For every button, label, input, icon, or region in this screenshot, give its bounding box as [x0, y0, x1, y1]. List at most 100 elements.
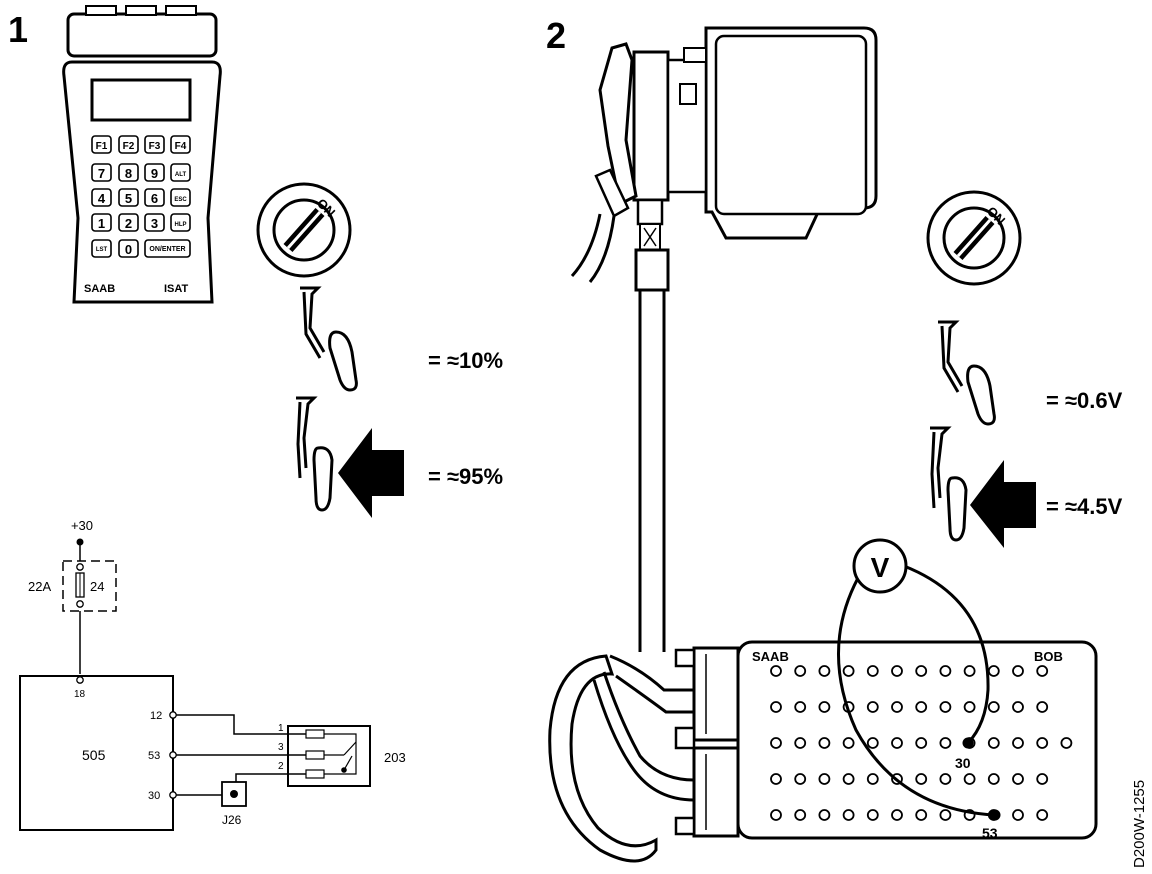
panel-2-number: 2 [546, 15, 566, 56]
key-9: 9 [151, 166, 158, 181]
ignition-switch-2: ON [926, 190, 1022, 286]
isat-tester: F1 F2 F3 F4 7 8 9 ALT 4 5 6 ESC 1 2 3 HL… [62, 5, 222, 304]
key-f3: F3 [149, 141, 161, 152]
bob-socket [794, 665, 807, 677]
ecu-pin-53: 53 [148, 750, 160, 762]
wiring-diagram: +30 22A 24 18 505 12 53 30 J26 [19, 518, 406, 831]
key-2: 2 [125, 216, 132, 231]
pedal-released-1 [298, 286, 358, 392]
key-hlp: HLP [175, 222, 187, 228]
reading-released-2: = ≈0.6V [1046, 388, 1123, 413]
voltmeter: V [837, 538, 996, 817]
bob-socket [987, 701, 1000, 713]
pedal-pressed-2 [928, 426, 968, 542]
fuse-rating: 24 [90, 579, 104, 594]
bob-socket [963, 773, 976, 785]
key-8: 8 [125, 166, 132, 181]
bob-socket [842, 737, 855, 749]
figure-id: D200W-1255 [1131, 780, 1148, 868]
ecu-pin-supply: 18 [74, 689, 86, 700]
bob-socket [891, 737, 903, 749]
bob-socket [1036, 665, 1049, 677]
bob-socket [818, 809, 831, 821]
bob-socket [963, 701, 976, 713]
ecu-label: 505 [82, 747, 106, 763]
reading-pressed-2: = ≈4.5V [1046, 494, 1123, 519]
key-7: 7 [98, 166, 105, 181]
bob-socket [866, 665, 879, 677]
supply-label: +30 [71, 518, 93, 533]
breakout-connectors [674, 646, 740, 838]
bob-socket [1012, 809, 1024, 821]
key-alt: ALT [175, 172, 187, 178]
key-lst: LST [96, 247, 108, 253]
bob-socket [891, 665, 903, 677]
press-arrow-1 [338, 428, 404, 518]
fuse-id: 22A [28, 579, 51, 594]
bob-socket [987, 665, 1000, 677]
bob-socket [915, 665, 928, 677]
key-1: 1 [98, 216, 105, 231]
bob-socket [939, 809, 952, 821]
bob-socket [866, 773, 879, 785]
bob-brand: SAAB [752, 649, 789, 664]
throttle-body [570, 26, 878, 292]
bob-socket [770, 665, 782, 677]
bob-name: BOB [1034, 649, 1063, 664]
press-arrow-2 [970, 460, 1036, 548]
bob-socket [818, 737, 831, 749]
key-0: 0 [125, 242, 132, 257]
bob-socket [891, 701, 903, 713]
panel-1-number: 1 [8, 9, 28, 50]
ecu-pin-30: 30 [148, 790, 160, 802]
bob-socket [1012, 665, 1024, 677]
bob-socket [1036, 737, 1049, 749]
reading-released-1: = ≈10% [428, 348, 503, 373]
probe-a-label: 30 [955, 755, 971, 771]
bob-socket [866, 737, 879, 749]
probe-b-label: 53 [982, 825, 998, 841]
bob-socket [987, 773, 1000, 785]
key-3: 3 [151, 216, 158, 231]
bob-socket [770, 773, 782, 785]
bob-socket [1012, 737, 1024, 749]
sensor-label: 203 [384, 750, 406, 765]
bob-socket [818, 701, 831, 713]
sensor-pin-3: 3 [278, 742, 284, 753]
bob-socket [818, 773, 831, 785]
bob-socket [842, 809, 855, 821]
tester-model: ISAT [164, 283, 189, 295]
key-5: 5 [125, 191, 132, 206]
bob-socket [915, 737, 928, 749]
pedal-released-2 [936, 320, 996, 426]
bob-socket [939, 737, 952, 749]
bob-socket [915, 701, 928, 713]
bob-socket [1012, 701, 1024, 713]
bob-socket [866, 701, 879, 713]
bob-socket [842, 665, 855, 677]
bob-socket [939, 701, 952, 713]
key-esc: ESC [174, 197, 187, 203]
bob-socket [794, 773, 807, 785]
sensor-pin-1: 1 [278, 723, 284, 734]
key-on-enter: ON/ENTER [149, 246, 185, 253]
bob-socket [915, 773, 928, 785]
bob-socket [770, 809, 782, 821]
bob-socket [915, 809, 928, 821]
bob-socket [1012, 773, 1024, 785]
key-f4: F4 [175, 141, 187, 152]
bob-socket [842, 773, 855, 785]
key-f1: F1 [96, 141, 108, 152]
sensor-pin-2: 2 [278, 761, 284, 772]
bob-socket [963, 665, 976, 677]
bob-socket [794, 809, 807, 821]
meter-label: V [871, 552, 890, 583]
bob-socket [891, 809, 903, 821]
bob-socket [1036, 773, 1049, 785]
bob-socket [939, 773, 952, 785]
pedal-pressed-1 [294, 396, 334, 512]
breakout-box: SAAB BOB 30 53 [736, 640, 1098, 841]
bob-socket [818, 665, 831, 677]
reading-pressed-1: = ≈95% [428, 464, 503, 489]
